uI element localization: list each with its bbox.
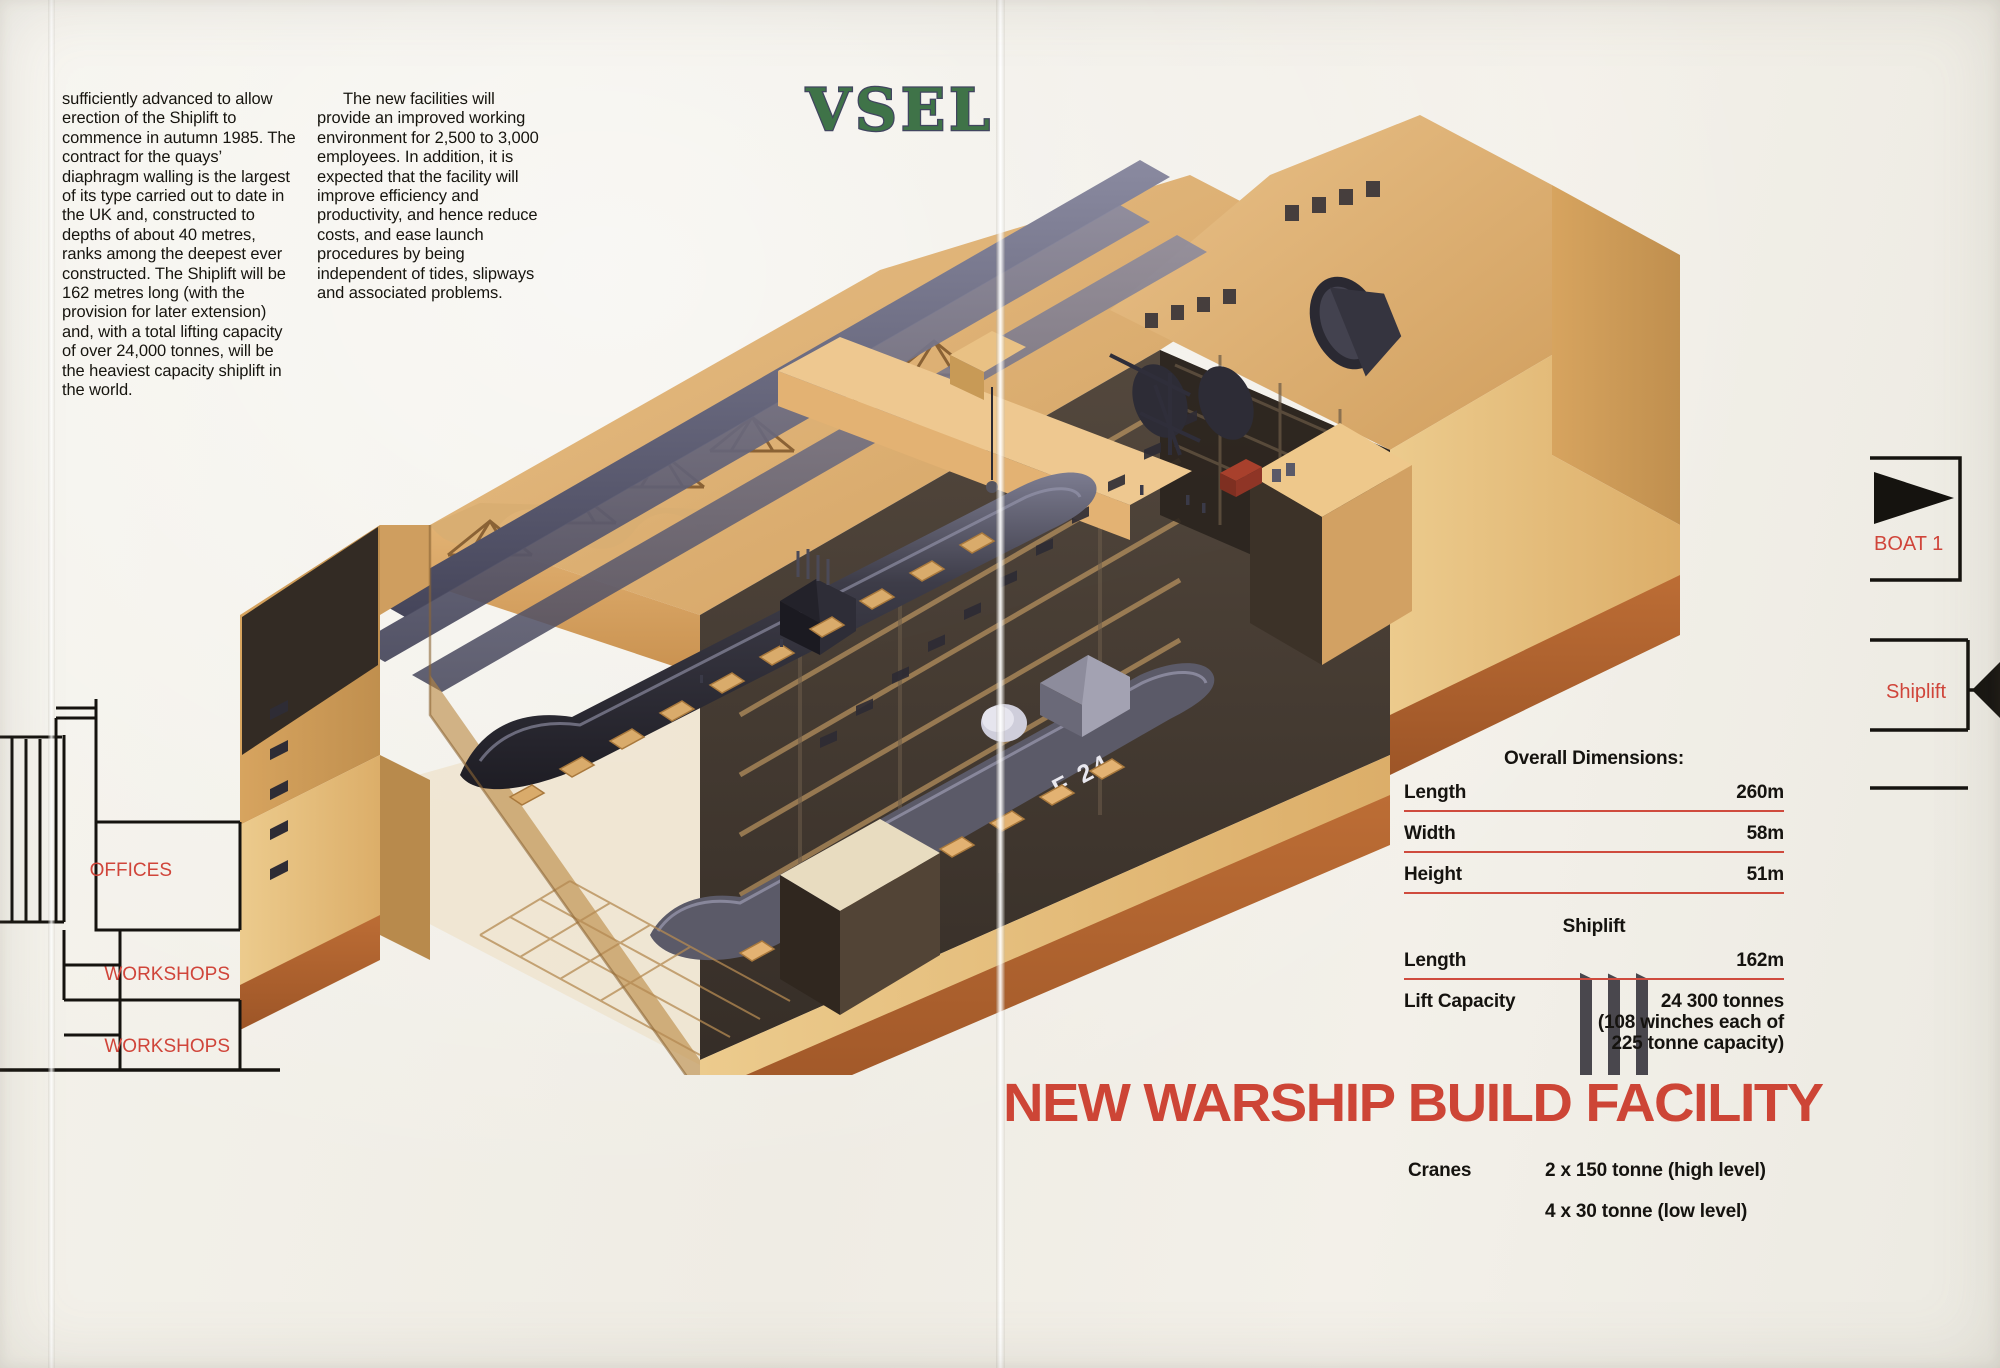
yard-vehicles	[1220, 459, 1295, 497]
specifications-table: Overall Dimensions: Length 260m Width 58…	[1404, 748, 1784, 1054]
yard-figures	[700, 485, 1206, 683]
schematic-label-offices: OFFICES	[90, 860, 172, 881]
spec-row-lift-capacity: Lift Capacity 24 300 tonnes (108 winches…	[1404, 991, 1784, 1054]
lift-capacity-line-2: (108 winches each of	[1597, 1012, 1784, 1033]
spec-label-text: Lift Capacity	[1404, 991, 1516, 1012]
body-text-column-2: The new facilities will provide an impro…	[317, 90, 547, 303]
boat-1-bracket	[1870, 456, 1962, 582]
spec-value: 260m	[1736, 782, 1784, 803]
spec-row-shiplift-length: Length 162m	[1404, 950, 1784, 980]
cranes-label: Cranes	[1408, 1160, 1472, 1181]
lift-capacity-line-1: 24 300 tonnes	[1660, 991, 1784, 1012]
edge-label-boat-1: BOAT 1	[1874, 533, 1943, 555]
schematic-label-workshops-1: WORKSHOPS	[104, 964, 230, 985]
spec-value: 51m	[1746, 864, 1785, 885]
spec-row-overall-length: Length 260m	[1404, 782, 1784, 812]
vsel-logo: VSEL	[805, 75, 994, 146]
body-text-column-2-text: The new facilities will provide an impro…	[317, 90, 539, 303]
overhead-gantry-crane	[355, 160, 1207, 692]
lift-capacity-line-3: 225 tonne capacity)	[1611, 1033, 1784, 1054]
paper-fold-left	[48, 0, 55, 1368]
schematic-label-workshops-2: WORKSHOPS	[104, 1036, 230, 1057]
spec-label: Width	[1404, 823, 1456, 844]
left-end-building	[240, 525, 430, 1030]
spec-row-overall-width: Width 58m	[1404, 823, 1784, 853]
workshop-block	[780, 819, 940, 1015]
edge-label-shiplift: Shiplift	[1886, 681, 1946, 703]
hull-sections-yard	[1109, 276, 1402, 456]
overall-dimensions-caption: Overall Dimensions:	[1504, 748, 1684, 769]
cranes-line-2: 4 x 30 tonne (low level)	[1545, 1201, 1748, 1222]
right-edge-key: BOAT 1 Shiplift	[1860, 440, 2000, 940]
spec-value: 24 300 tonnes (108 winches each of 225 t…	[1598, 991, 1784, 1054]
cranes-line-1: 2 x 150 tonne (high level)	[1545, 1160, 1766, 1181]
left-arrow-icon	[1972, 662, 2000, 718]
floor-plan-schematic: OFFICES WORKSHOPS WORKSHOPS	[0, 690, 300, 1160]
spec-label: Height	[1404, 864, 1462, 885]
centre-service-tower	[1250, 423, 1412, 665]
spec-label: Length	[1404, 950, 1467, 971]
spec-value: 58m	[1746, 823, 1785, 844]
shiplift-caption: Shiplift	[1562, 916, 1626, 937]
spec-row-overall-height: Height 51m	[1404, 864, 1784, 894]
spec-label: Lift Capacity	[1404, 991, 1516, 1013]
page-title: NEW WARSHIP BUILD FACILITY	[1003, 1073, 1824, 1133]
body-text-column-1: sufficiently advanced to allow erection …	[62, 90, 296, 400]
spec-label: Length	[1404, 782, 1467, 803]
boat-pennant-icon	[1874, 472, 1954, 524]
warship-build-facility-illustration: F 24	[180, 55, 1710, 1075]
submarine-hull	[460, 472, 1097, 806]
spec-value: 162m	[1736, 950, 1784, 971]
